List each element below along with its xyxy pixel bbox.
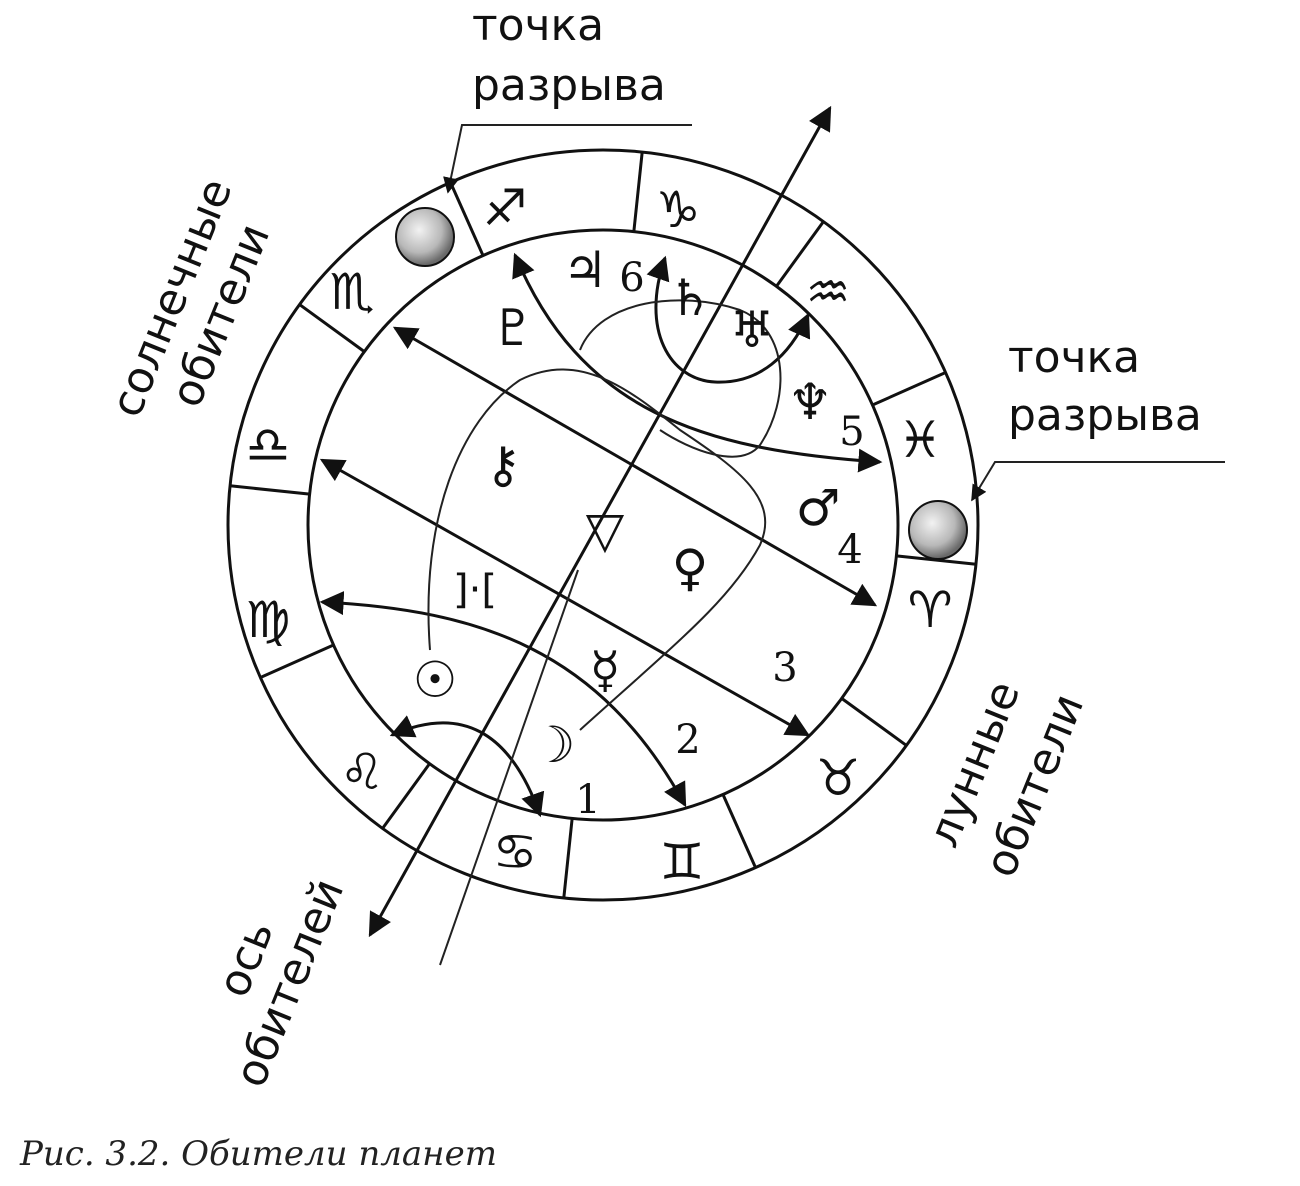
- mars-icon: ♂: [796, 479, 841, 537]
- triangle-icon: ▽: [586, 501, 625, 559]
- number-6: 6: [619, 255, 644, 301]
- moon-icon: ☽: [531, 716, 576, 774]
- break-point-right-label-1: точка: [1008, 332, 1140, 383]
- break-point-top-ball: [395, 207, 455, 267]
- break-point-right-leader: [971, 461, 1225, 502]
- arrow-5: [512, 252, 883, 473]
- neptune-icon: ♆: [788, 373, 833, 431]
- pisces-icon: ♓: [898, 411, 943, 469]
- number-3: 3: [772, 645, 797, 691]
- number-2: 2: [675, 717, 700, 763]
- sign-divider: [381, 762, 431, 830]
- aquarius-icon: ♒: [806, 263, 851, 321]
- arrow-6: [646, 255, 811, 384]
- aries-icon: ♈: [908, 581, 953, 639]
- sign-divider: [840, 697, 908, 747]
- sign-divider: [449, 181, 485, 257]
- proserpina-icon: ]·[: [453, 567, 497, 613]
- scorpio-icon: ♏: [330, 263, 375, 321]
- figure-caption: Рис. 3.2. Обители планет: [19, 1134, 497, 1174]
- number-1: 1: [575, 777, 600, 823]
- jupiter-icon: ♃: [563, 241, 608, 299]
- sign-divider: [259, 643, 335, 679]
- cancer-icon: ♋: [493, 823, 538, 881]
- sign-divider: [896, 554, 977, 566]
- thin-line: [439, 569, 579, 966]
- arrow-3: [319, 458, 811, 737]
- arrow-2: [319, 591, 687, 808]
- gemini-icon: ♊: [660, 833, 705, 891]
- number-4: 4: [837, 527, 862, 573]
- break-point-right-ball: [908, 500, 968, 560]
- number-5: 5: [839, 409, 864, 455]
- venus-icon: ♀: [672, 539, 709, 597]
- saturn-icon: ♄: [668, 269, 713, 327]
- break-point-right-label-2: разрыва: [1008, 390, 1202, 441]
- leo-icon: ♌: [340, 743, 385, 801]
- thin-curve: [427, 368, 767, 731]
- capricorn-icon: ♑: [656, 181, 701, 239]
- mercury-icon: ☿: [590, 641, 621, 699]
- sagittarius-icon: ♐: [483, 179, 528, 237]
- sign-divider: [229, 484, 310, 496]
- sign-divider: [632, 151, 644, 232]
- sign-divider: [298, 303, 366, 353]
- chiron-icon: ⚷: [485, 436, 522, 494]
- break-point-top-leader: [443, 124, 692, 194]
- taurus-icon: ♉: [816, 749, 861, 807]
- sign-divider: [721, 793, 757, 869]
- sign-divider: [871, 371, 947, 407]
- arrow-1: [389, 715, 545, 818]
- thin-curve-upper: [579, 299, 782, 458]
- virgo-icon: ♍: [246, 591, 291, 649]
- uranus-icon: ♅: [730, 301, 775, 359]
- pluto-icon: ♇: [491, 299, 536, 357]
- break-point-top-label-2: разрыва: [472, 60, 666, 111]
- planets: ♃ ♄ ♅ ♇ ♆ ⚷ ▽ ♀ ♂ ]·[ ☉ ☿ ☽: [413, 241, 841, 774]
- arrow-4: [392, 326, 878, 607]
- libra-icon: ♎: [246, 416, 291, 474]
- break-point-top-label-1: точка: [472, 0, 604, 51]
- sun-icon: ☉: [413, 651, 458, 709]
- sign-divider: [562, 818, 574, 899]
